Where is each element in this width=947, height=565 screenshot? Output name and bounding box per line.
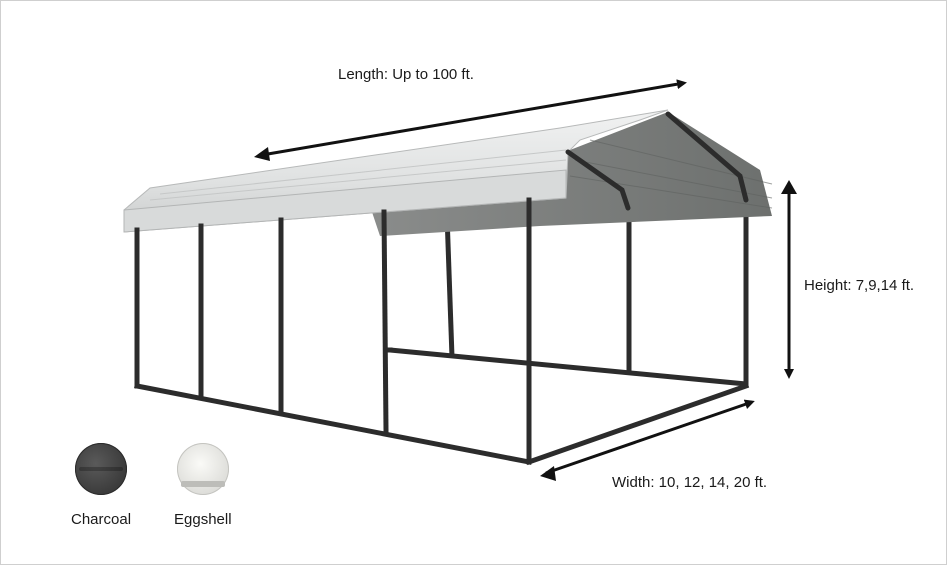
charcoal-color-swatch[interactable] <box>75 443 127 495</box>
width-arrow <box>545 399 755 475</box>
length-label: Length: Up to 100 ft. <box>338 66 474 83</box>
charcoal-swatch-label: Charcoal <box>71 511 132 528</box>
eggshell-color-swatch[interactable] <box>177 443 229 495</box>
length-arrow <box>261 79 687 157</box>
back-frame <box>389 200 749 387</box>
eggshell-swatch-label: Eggshell <box>174 511 232 528</box>
height-label: Height: 7,9,14 ft. <box>804 277 915 294</box>
front-frame <box>134 197 750 466</box>
width-label: Width: 10, 12, 14, 20 ft. <box>612 474 768 491</box>
